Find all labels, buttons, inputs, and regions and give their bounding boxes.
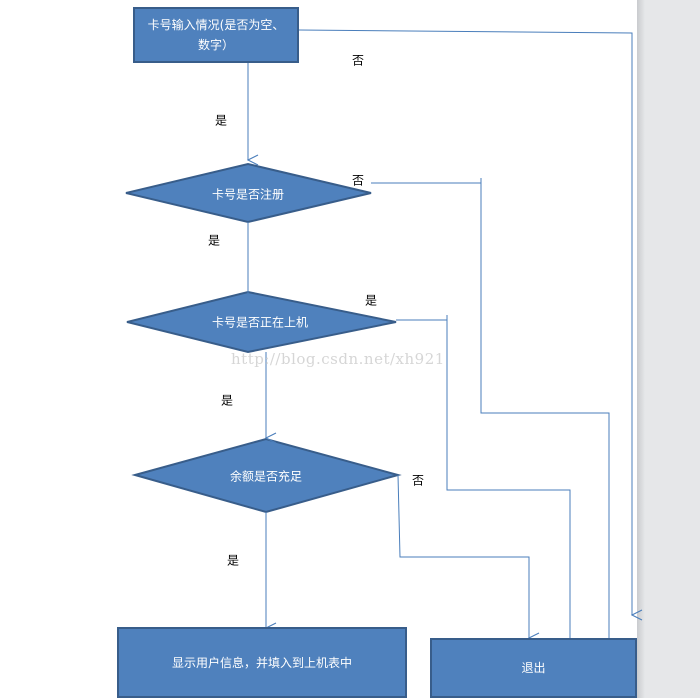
connector-balance-no-to-exit	[397, 474, 529, 638]
edge-label-input-no: 否	[351, 53, 365, 68]
input-check-label: 卡号输入情况(是否为空、数字）	[147, 18, 285, 52]
online-label: 卡号是否正在上机	[211, 315, 309, 330]
connector-registered-no-to-exit	[371, 182, 610, 640]
connector-online-yes-to-exit	[396, 319, 571, 640]
show-info-label: 显示用户信息，并填入到上机表中	[171, 655, 352, 670]
show-info-box: 显示用户信息，并填入到上机表中	[117, 627, 407, 698]
edge-label-registered-yes: 是	[207, 233, 221, 248]
edge-label-balance-yes: 是	[226, 553, 240, 568]
edge-label-balance-no: 否	[411, 473, 425, 488]
edge-label-input-yes: 是	[214, 113, 228, 128]
balance-label: 余额是否充足	[229, 469, 303, 484]
exit-box: 退出	[430, 638, 637, 698]
edge-label-online-cont: 是	[220, 393, 234, 408]
edge-label-online-yes: 是	[364, 293, 378, 308]
registered-decision-shape	[125, 162, 372, 224]
input-check-box: 卡号输入情况(是否为空、数字）	[133, 7, 299, 63]
edge-label-registered-no: 否	[351, 173, 365, 188]
online-decision-shape	[126, 290, 397, 354]
watermark-text: http://blog.csdn.net/xh921	[231, 350, 445, 368]
exit-label: 退出	[521, 661, 546, 675]
connector-input-no-to-exit	[298, 29, 632, 615]
document-page	[0, 0, 637, 698]
registered-label: 卡号是否注册	[211, 187, 285, 202]
window-gutter	[637, 0, 700, 698]
